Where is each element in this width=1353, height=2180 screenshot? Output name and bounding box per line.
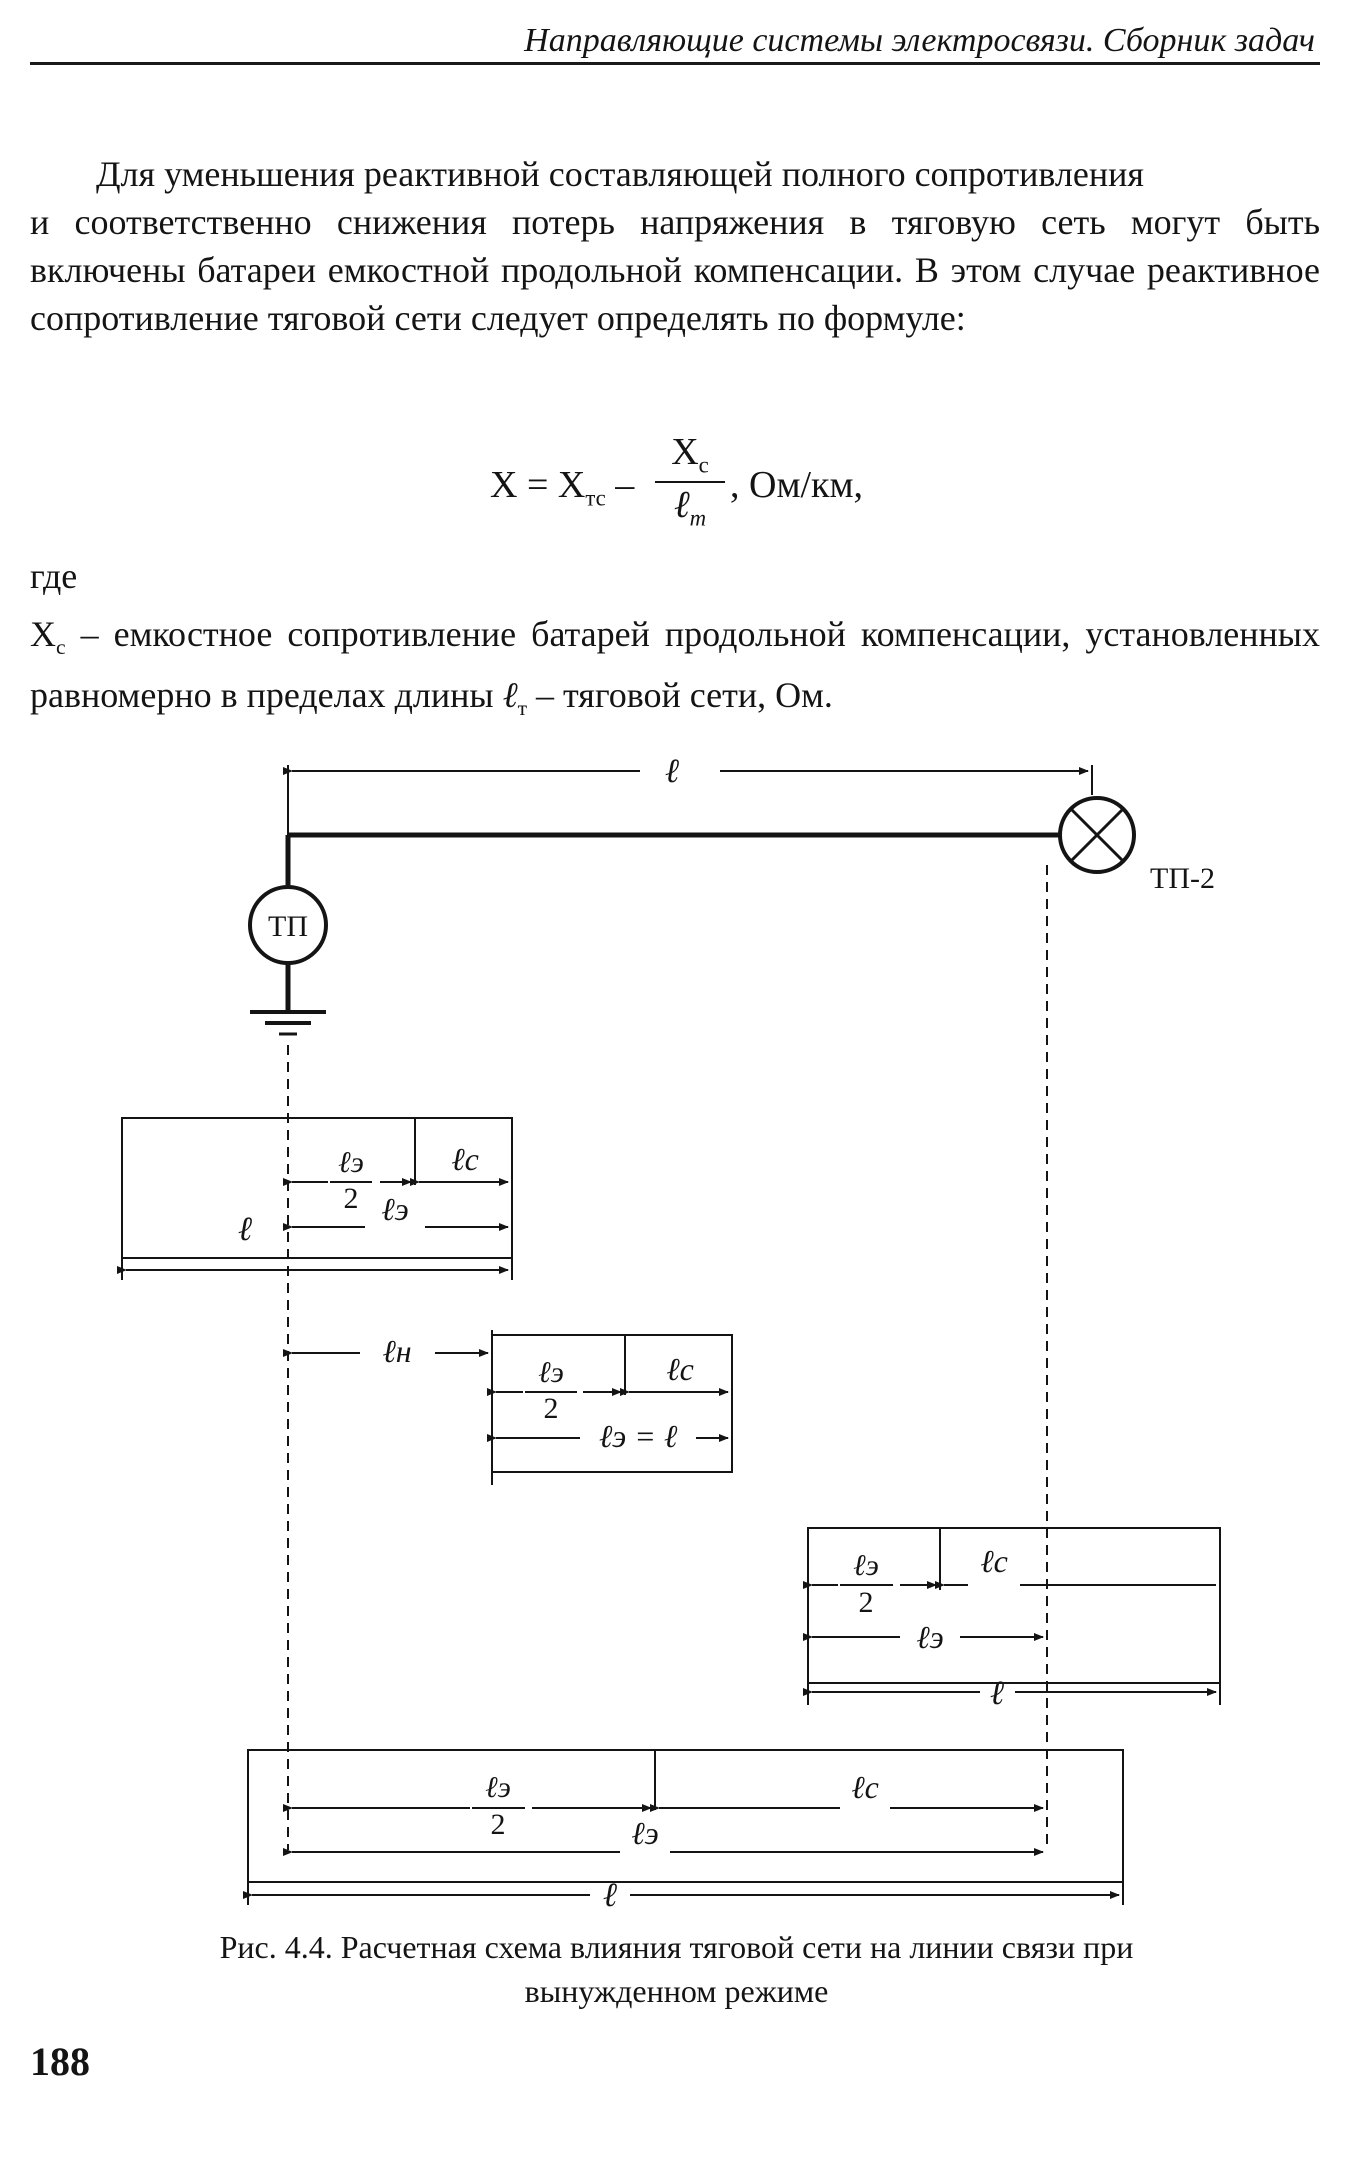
case1-l-label: ℓ — [238, 1211, 252, 1248]
case2-le-half-den: 2 — [544, 1392, 559, 1425]
caption-line-2: вынужденном режиме — [524, 1973, 829, 2009]
where-label: где — [30, 556, 78, 596]
case3-le-label: ℓэ — [916, 1619, 943, 1655]
paragraph-first-line: Для уменьшения реактивной составляющей п… — [96, 154, 1144, 194]
case3-le-half-num: ℓэ — [853, 1549, 879, 1582]
page-number: 188 — [30, 2039, 90, 2084]
case4-lc-label: ℓc — [851, 1769, 879, 1805]
caption-line-1: Рис. 4.4. Расчетная схема влияния тягово… — [219, 1929, 1134, 1965]
case2-lh-label: ℓн — [382, 1333, 411, 1369]
symbol-definition: Xc – емкостное сопротивление батарей про… — [30, 614, 1320, 721]
case4-le-half-num: ℓэ — [485, 1771, 511, 1804]
case1-le-half-num: ℓэ — [338, 1146, 364, 1179]
formula-fraction: Xc ℓт — [655, 430, 725, 531]
tp-label: ТП — [268, 910, 308, 943]
case3-l-label: ℓ — [990, 1675, 1004, 1712]
dim-label-l-top: ℓ — [665, 753, 679, 790]
formula-numerator: Xc — [655, 430, 725, 483]
case3-lc-label: ℓc — [980, 1543, 1008, 1579]
formula-rhs: , Ом/км, — [730, 464, 864, 506]
figure-caption: Рис. 4.4. Расчетная схема влияния тягово… — [0, 1925, 1353, 2013]
paragraph-text: и соответственно снижения потерь напряже… — [30, 202, 1320, 338]
formula-denominator: ℓт — [673, 483, 707, 531]
running-header: Направляющие системы электросвязи. Сборн… — [524, 22, 1315, 59]
case1-le-half-den: 2 — [344, 1182, 359, 1215]
formula: X = Xтс – Xc ℓт , Ом/км, — [490, 430, 970, 540]
body-paragraph: Для уменьшения реактивной составляющей п… — [30, 150, 1320, 342]
case2-lc-label: ℓc — [666, 1351, 694, 1387]
case3-le-half-den: 2 — [859, 1586, 874, 1619]
tp2-label: ТП-2 — [1150, 862, 1215, 895]
case1-lc-label: ℓc — [451, 1141, 479, 1177]
case2-le-equals-l: ℓэ = ℓ — [599, 1418, 678, 1454]
case1-le-label: ℓэ — [381, 1191, 408, 1227]
header-rule — [30, 62, 1320, 65]
case4-le-label: ℓэ — [631, 1815, 658, 1851]
case4-l-label: ℓ — [603, 1877, 617, 1914]
case2-le-half-num: ℓэ — [538, 1356, 564, 1389]
formula-lhs: X = Xтс – — [490, 464, 635, 511]
calculation-diagram: ℓ ТП ТП-2 ℓэ 2 ℓc ℓэ ℓ ℓн ℓэ 2 ℓc ℓэ = ℓ… — [117, 753, 1221, 1914]
case4-le-half-den: 2 — [491, 1808, 506, 1841]
